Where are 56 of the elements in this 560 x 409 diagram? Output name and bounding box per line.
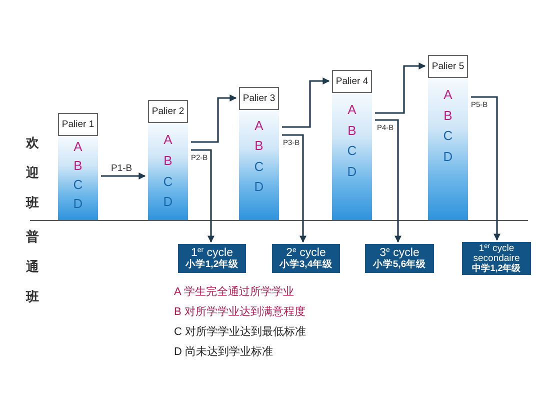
connector-arrow bbox=[191, 149, 214, 243]
grade-label: 小学1,2年级 bbox=[184, 258, 240, 270]
grade-letter: D bbox=[162, 194, 174, 210]
cycle-box bbox=[178, 244, 246, 273]
grade-letter: C bbox=[253, 159, 265, 175]
level-column bbox=[239, 87, 279, 220]
cycle-title: 1$^{er}$ cycle secondaire bbox=[473, 244, 521, 263]
level-column bbox=[148, 100, 188, 220]
grade-letter: C bbox=[72, 177, 84, 193]
level-heading: Palier 1 bbox=[58, 113, 98, 136]
grade-letter: D bbox=[442, 149, 454, 165]
grade-letter: A bbox=[346, 102, 358, 118]
grade-letter: B bbox=[442, 108, 454, 124]
connector-arrow bbox=[375, 62, 426, 114]
level-column bbox=[58, 113, 98, 220]
cycle-title: 2$^{e}$ cycle bbox=[285, 246, 327, 258]
grade-letter: B bbox=[72, 158, 84, 174]
grade-letter: C bbox=[442, 128, 454, 144]
edge-label: P1-B bbox=[110, 163, 134, 174]
grade-letter: D bbox=[346, 164, 358, 180]
grade-label: 小学3,4年级 bbox=[278, 258, 334, 270]
grade-label: 小学5,6年级 bbox=[372, 258, 428, 270]
connector-arrow bbox=[282, 134, 306, 243]
grade-letter: B bbox=[254, 138, 264, 154]
grade-letter: D bbox=[253, 179, 265, 195]
grade-definition: A 学生完全通过所学学业 bbox=[174, 285, 294, 299]
grade-letter: D bbox=[72, 196, 84, 212]
connector-arrow bbox=[101, 172, 146, 180]
grade-definition: D 尚未达到学业标准 bbox=[174, 345, 273, 359]
row-label: 欢迎班 bbox=[26, 134, 39, 212]
grade-letter: A bbox=[72, 139, 84, 155]
grade-label: 中学1,2年级 bbox=[471, 263, 522, 273]
level-heading: Palier 4 bbox=[332, 70, 372, 93]
connector-arrow bbox=[191, 94, 237, 143]
level-column bbox=[332, 70, 372, 220]
cycle-box bbox=[462, 242, 531, 275]
grade-letter: B bbox=[346, 123, 358, 139]
cycle-title: 1$^{er}$ cycle bbox=[190, 246, 234, 258]
level-heading: Palier 2 bbox=[148, 100, 188, 123]
connector-arrow bbox=[282, 78, 330, 128]
connector-arrow bbox=[471, 96, 500, 241]
grade-letter: C bbox=[346, 143, 358, 159]
grade-letter: A bbox=[254, 118, 264, 134]
grade-letter: B bbox=[162, 153, 174, 169]
cycle-box bbox=[365, 244, 434, 273]
grade-letter: A bbox=[442, 87, 454, 103]
grade-definition: B 对所学学业达到满意程度 bbox=[174, 305, 306, 319]
cycle-title: 3$^{e}$ cycle bbox=[378, 246, 420, 258]
level-heading: Palier 5 bbox=[428, 55, 468, 78]
level-heading: Palier 3 bbox=[239, 87, 279, 110]
grade-definition: C 对所学学业达到最低标准 bbox=[174, 325, 306, 339]
cycle-box bbox=[272, 244, 340, 273]
row-label: 普通班 bbox=[26, 228, 39, 306]
grade-letter: A bbox=[162, 132, 174, 148]
connector-arrow bbox=[375, 119, 402, 243]
grade-letter: C bbox=[162, 174, 174, 190]
